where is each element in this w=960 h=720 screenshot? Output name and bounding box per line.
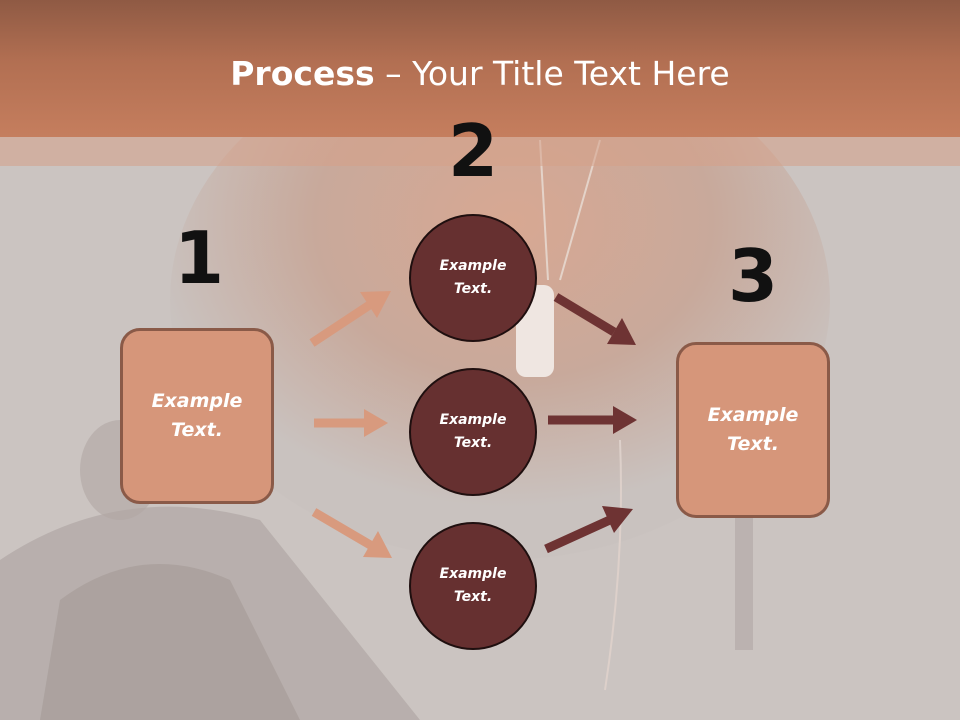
arrow-left-to-middle <box>314 409 388 437</box>
step-3-box: Example Text. <box>676 342 830 518</box>
arrow-top-to-right <box>553 293 636 345</box>
step-2-circle-middle: Example Text. <box>409 368 537 496</box>
arrow-left-to-bottom <box>311 508 392 558</box>
slide-title: Process – Your Title Text Here <box>0 52 960 96</box>
step-2-circle-bottom: Example Text. <box>409 522 537 650</box>
step-number-1: 1 <box>173 216 225 300</box>
step-1-label: Example Text. <box>151 390 243 441</box>
arrow-left-to-top <box>309 291 391 347</box>
title-bold: Process <box>230 54 375 93</box>
step-2-circle-top: Example Text. <box>409 214 537 342</box>
step-3-label: Example Text. <box>707 404 799 455</box>
circle-bottom-label: Example Text. <box>439 566 507 605</box>
step-1-box: Example Text. <box>120 328 274 504</box>
circle-middle-label: Example Text. <box>439 412 507 451</box>
step-number-3: 3 <box>727 234 779 318</box>
arrow-bottom-to-right <box>544 506 633 554</box>
title-band <box>0 0 960 137</box>
arrow-middle-to-right <box>548 406 637 434</box>
title-strip <box>0 137 960 166</box>
step-number-2: 2 <box>447 109 499 193</box>
title-rest: – Your Title Text Here <box>374 54 730 93</box>
circle-top-label: Example Text. <box>439 258 507 297</box>
